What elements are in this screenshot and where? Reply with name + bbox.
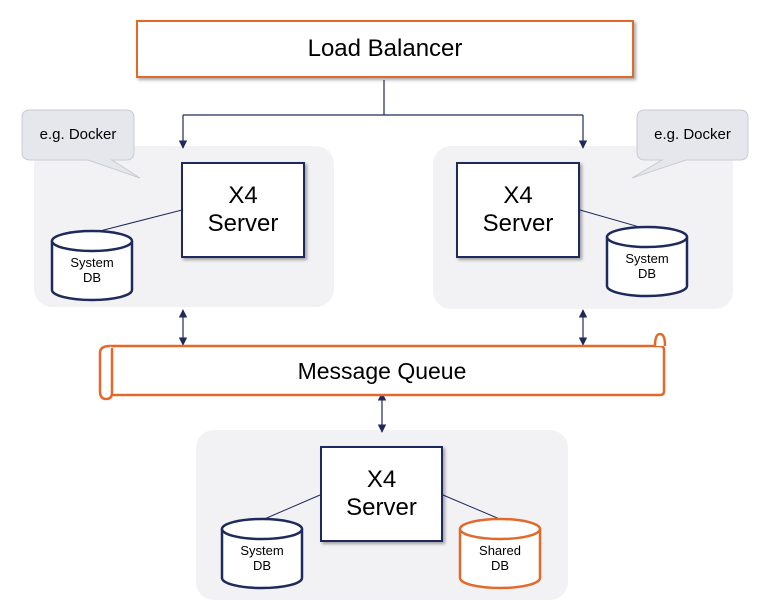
server-left: X4 Server bbox=[181, 162, 305, 258]
server-bottom-line1: X4 bbox=[366, 466, 397, 493]
server-queue-arrows bbox=[178, 309, 588, 433]
db-bottom-system-line2: DB bbox=[252, 558, 272, 573]
message-queue-shape bbox=[98, 332, 667, 401]
server-bottom: X4 Server bbox=[320, 446, 443, 542]
server-right-line1: X4 bbox=[503, 182, 533, 209]
server-left-line1: X4 bbox=[228, 182, 258, 209]
callout-left bbox=[21, 109, 141, 179]
db-bottom-shared-line2: DB bbox=[490, 558, 510, 573]
db-right-line2: DB bbox=[637, 266, 657, 281]
callout-right-text: e.g. Docker bbox=[654, 126, 731, 143]
server-right-line2: Server bbox=[482, 210, 554, 237]
lb-connector bbox=[178, 80, 588, 149]
callout-right bbox=[631, 109, 749, 179]
db-cylinder-bottom-system bbox=[220, 517, 304, 590]
db-cylinder-right bbox=[605, 225, 689, 298]
db-right-label: System DB bbox=[607, 251, 687, 281]
db-left-line1: System bbox=[70, 255, 114, 270]
db-cylinder-left bbox=[50, 229, 134, 302]
db-right-line1: System bbox=[625, 251, 669, 266]
message-queue-label: Message Queue bbox=[297, 358, 467, 384]
server-left-line2: Server bbox=[207, 210, 279, 237]
db-bottom-shared-label: Shared DB bbox=[460, 543, 540, 573]
db-bottom-shared-line1: Shared bbox=[479, 543, 521, 558]
load-balancer-box: Load Balancer bbox=[136, 20, 634, 78]
load-balancer-label: Load Balancer bbox=[307, 35, 463, 62]
callout-left-text: e.g. Docker bbox=[39, 126, 117, 143]
server-db-links bbox=[95, 209, 651, 521]
db-bottom-system-line1: System bbox=[240, 543, 284, 558]
db-cylinder-bottom-shared bbox=[458, 517, 542, 590]
db-left-line2: DB bbox=[82, 270, 102, 285]
server-right: X4 Server bbox=[456, 162, 580, 258]
db-left-label: System DB bbox=[52, 255, 132, 285]
server-bottom-line2: Server bbox=[346, 494, 417, 521]
db-bottom-system-label: System DB bbox=[222, 543, 302, 573]
